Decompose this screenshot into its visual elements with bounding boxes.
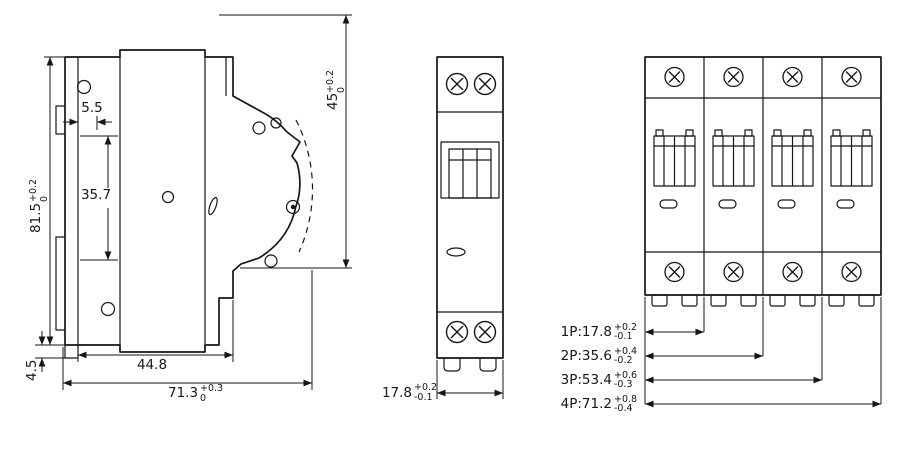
terminal-screw-icon	[664, 261, 685, 283]
side-view-holes	[76, 79, 301, 317]
terminal-screw-icon	[841, 261, 862, 283]
handle-swing-arc	[295, 119, 314, 253]
breaker-front-outline	[436, 56, 504, 359]
handle-pivot-hole	[285, 199, 301, 215]
mounting-foot	[828, 294, 845, 307]
pole-module-4	[828, 66, 875, 307]
dim-4p-label: 4P:71.2	[561, 396, 612, 412]
dim-3p-tol-up: +0.6	[614, 370, 637, 381]
rivet-hole	[76, 79, 92, 95]
mounting-foot	[858, 294, 875, 307]
mounting-foot	[769, 294, 786, 307]
mounting-foot	[651, 294, 668, 307]
dim-2p-tol-up: +0.4	[614, 346, 637, 357]
dim-44-8-label: 44.8	[137, 357, 167, 373]
pole-module-3	[769, 66, 816, 307]
dim-17-8-label: 17.8	[382, 385, 412, 401]
dim-81-5-tol-dn: 0	[39, 196, 50, 202]
terminal-screw-icon	[723, 261, 744, 283]
rivet-hole	[100, 301, 116, 317]
terminal-screw-icon	[782, 66, 803, 88]
dim-1p-label: 1P:17.8	[561, 324, 612, 340]
dim-45-label: 45	[325, 93, 341, 110]
dim-17-8-tol-dn: -0.1	[414, 392, 433, 403]
din-clip-lower-tab	[55, 236, 65, 331]
terminal-screw-icon	[473, 320, 497, 344]
toggle-handle	[440, 141, 500, 199]
dim-17-8-tol-up: +0.2	[414, 382, 437, 393]
front-view-1p	[436, 56, 504, 372]
dim-2p-label: 2P:35.6	[561, 348, 612, 364]
dim-35-7-label: 35.7	[81, 187, 111, 203]
mounting-foot	[740, 294, 757, 307]
dim-body-depth: 44.8	[77, 300, 234, 373]
dim-4-5-label: 4.5	[24, 360, 40, 381]
dim-71-3-label: 71.3	[168, 385, 198, 401]
mounting-foot	[799, 294, 816, 307]
pole-module-2	[710, 66, 757, 307]
rivet-hole	[161, 190, 175, 204]
din-clip-foot	[64, 345, 79, 359]
terminal-screw-icon	[664, 66, 685, 88]
handle-pivot-dot	[290, 204, 296, 210]
side-slot	[208, 196, 218, 216]
dim-45-tol-up: +0.2	[325, 70, 336, 93]
dim-4p-tol-dn: -0.4	[614, 403, 633, 414]
dim-pole-widths: 1P:17.8 +0.2 -0.1 2P:35.6 +0.4 -0.2 3P:5…	[561, 297, 882, 414]
mounting-foot	[479, 358, 497, 372]
dim-45-tol-dn: 0	[336, 87, 347, 93]
mounting-foot	[443, 358, 461, 372]
dim-top-width: 5.5	[63, 100, 112, 130]
mounting-foot	[710, 294, 727, 307]
indicator-slot	[659, 199, 678, 209]
dim-3p-label: 3P:53.4	[561, 372, 612, 388]
breaker-side-outline	[64, 49, 301, 353]
terminal-screw-icon	[723, 66, 744, 88]
rivet-hole	[252, 121, 266, 135]
dim-front-height: 45 +0.2 0	[219, 14, 352, 269]
pole-module-1	[651, 66, 698, 307]
terminal-screw-icon	[445, 320, 469, 344]
rivet-hole	[264, 254, 278, 268]
mounting-foot	[681, 294, 698, 307]
terminal-screw-icon	[445, 72, 469, 96]
dim-71-3-tol-up: +0.3	[200, 383, 223, 394]
indicator-slot	[446, 247, 466, 257]
indicator-slot	[777, 199, 796, 209]
rivet-hole	[270, 117, 282, 129]
front-view-4p	[644, 56, 882, 307]
terminal-screw-icon	[841, 66, 862, 88]
terminal-screw-icon	[782, 261, 803, 283]
dim-inner-height: 35.7	[80, 135, 118, 261]
dim-71-3-tol-dn: 0	[200, 393, 206, 404]
dim-overall-height: 81.5 +0.2 0	[28, 56, 65, 346]
dim-1p-width: 17.8 +0.2 -0.1	[382, 360, 504, 403]
indicator-slot	[718, 199, 737, 209]
dim-5-5-label: 5.5	[81, 100, 102, 116]
dim-4p-tol-up: +0.8	[614, 394, 637, 405]
dim-2p-tol-dn: -0.2	[614, 355, 633, 366]
dim-1p-tol-up: +0.2	[614, 322, 637, 333]
dim-1p-tol-dn: -0.1	[614, 331, 633, 342]
terminal-screw-icon	[473, 72, 497, 96]
dim-81-5-tol-up: +0.2	[28, 179, 39, 202]
side-view	[55, 49, 314, 359]
indicator-slot	[836, 199, 855, 209]
dim-81-5-label: 81.5	[28, 203, 44, 233]
dim-clip-height: 4.5	[24, 331, 65, 381]
dim-total-depth: 71.3 +0.3 0	[62, 270, 313, 404]
din-clip-upper-tab	[55, 105, 65, 135]
dim-3p-tol-dn: -0.3	[614, 379, 633, 390]
